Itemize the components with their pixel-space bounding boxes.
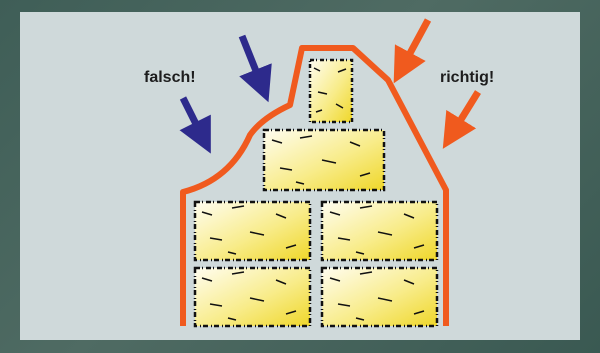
label-right: richtig! xyxy=(440,69,494,86)
orange-arrow-icon xyxy=(402,20,428,68)
blue-arrow-icon xyxy=(242,36,262,86)
hay-bale-icon xyxy=(322,202,437,260)
blue-arrow-icon xyxy=(183,98,203,138)
hay-bale-icon xyxy=(310,60,352,122)
hay-bale-icon xyxy=(195,268,310,326)
orange-arrow-icon xyxy=(452,92,478,134)
hay-bale-icon xyxy=(195,202,310,260)
hay-bale-icon xyxy=(322,268,437,326)
hay-bale-icon xyxy=(264,130,384,190)
label-wrong: falsch! xyxy=(144,69,196,86)
